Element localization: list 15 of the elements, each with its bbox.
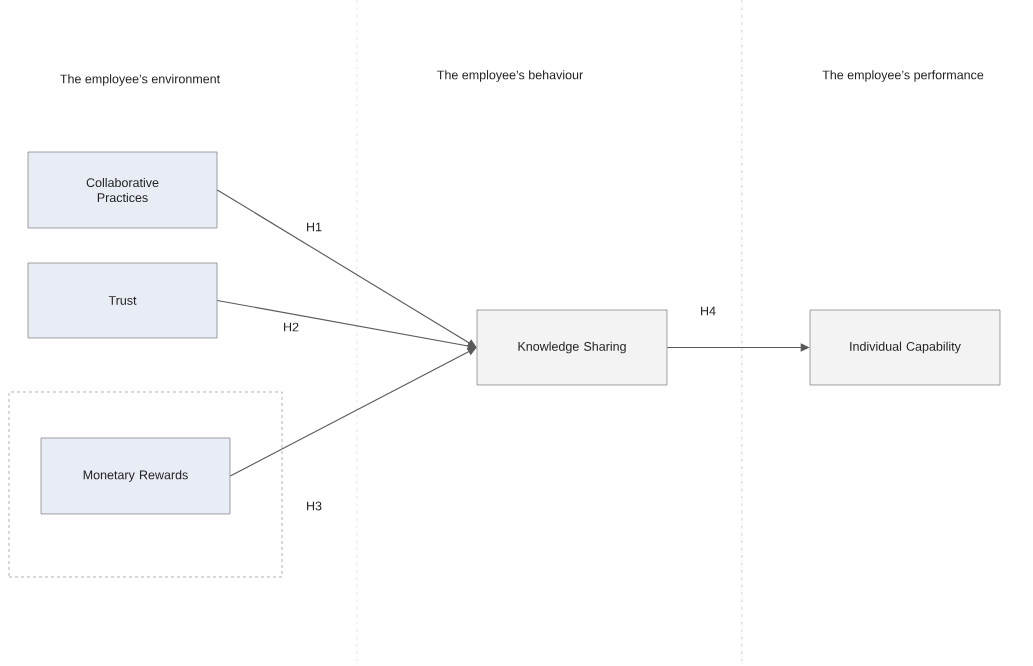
process-box: Knowledge Sharing bbox=[476, 309, 668, 386]
column-heading: The employee’s behaviour bbox=[437, 70, 583, 82]
arrow bbox=[229, 347, 477, 477]
process-box: Trust bbox=[27, 262, 218, 339]
column-heading: The employee’s performance bbox=[822, 70, 984, 82]
group-box bbox=[8, 391, 283, 578]
arrow bbox=[216, 189, 477, 348]
edge-label: H2 bbox=[282, 321, 300, 333]
edge-label: H4 bbox=[699, 305, 717, 317]
process-box: Monetary Rewards bbox=[40, 437, 231, 515]
edge-label: H3 bbox=[305, 500, 323, 512]
edge-label: H1 bbox=[305, 221, 323, 233]
process-box: Collaborative Practices bbox=[27, 151, 218, 229]
process-box: Individual Capability bbox=[809, 309, 1001, 386]
column-heading: The employee’s environment bbox=[60, 74, 220, 86]
